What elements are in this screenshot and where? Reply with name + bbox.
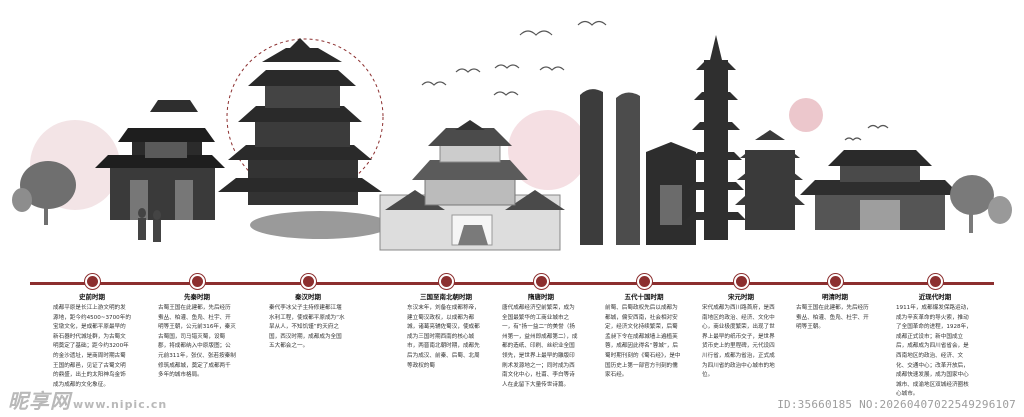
period-three-kingdoms: 三国至南北朝时期 东汉末年，刘备在成都称帝，建立蜀汉政权，以成都为都城，诸葛亮辅… [401, 276, 491, 371]
period-title: 五代十国时期 [624, 293, 664, 301]
trees-left [12, 161, 76, 225]
period-song-yuan: 宋元时期 宋代成都为西川路首府，是西南地区的政治、经济、文化中心，商业极度繁荣，… [696, 276, 786, 381]
period-pre-qin: 先秦时期 古蜀王国在此建都，先后经历蚕丛、柏灌、鱼凫、杜宇、开明等王朝，公元前3… [152, 276, 242, 381]
period-description: 东汉末年，刘备在成都称帝，建立蜀汉政权，以成都为都城，诸葛亮辅佐蜀汉，使成都成为… [407, 305, 480, 369]
timeline-dot [191, 276, 203, 287]
period-title: 明清时期 [822, 293, 848, 301]
period-description: 1911年，成都爆发保路运动，成为辛亥革命的导火索，推动了全国革命的进程，192… [896, 305, 972, 398]
gate-center [379, 120, 565, 251]
watermark-id: ID:35660185 NO:20260407022549296107 [777, 398, 1016, 411]
period-title: 近现代时期 [918, 293, 952, 301]
period-title: 三国至南北朝时期 [420, 293, 472, 301]
period-title: 宋元时期 [728, 293, 754, 301]
period-five-dynasties: 五代十国时期 前蜀、后蜀政权先后以成都为都城，偏安西南，社会相对安定，经济文化持… [599, 276, 689, 381]
timeline-dot [929, 276, 941, 287]
pink-sun-center [508, 110, 588, 190]
tower-pavilion [218, 38, 382, 205]
period-title: 史前时期 [79, 293, 105, 301]
timeline-line [30, 282, 994, 285]
skyline-illustration [12, 20, 1012, 251]
period-sui-tang: 隋唐时期 唐代成都经济空前繁荣，成为全国最繁华的工商业城市之一，有“扬一益二”的… [496, 276, 586, 390]
birds [421, 20, 889, 141]
timeline-dot [829, 276, 841, 287]
period-description: 宋代成都为西川路首府，是西南地区的政治、经济、文化中心，商业极度繁荣，出现了世界… [702, 305, 775, 379]
period-description: 古蜀王国在此建都，先后经历蚕丛、柏灌、鱼凫、杜宇、开明等王朝。 [796, 305, 869, 331]
period-description: 前蜀、后蜀政权先后以成都为都城，偏安西南，社会相对安定，经济文化持续繁荣，后蜀孟… [605, 305, 681, 379]
pink-sun-right [789, 98, 823, 132]
period-title: 先秦时期 [184, 293, 210, 301]
period-description: 古蜀王国在此建都，先后经历蚕丛、柏灌、鱼凫、杜宇、开明等王朝，公元前316年，秦… [158, 305, 236, 379]
timeline-dot [86, 276, 98, 287]
tiered-tower [735, 130, 805, 230]
timeline-dot [535, 276, 547, 287]
temple-right [800, 150, 960, 230]
period-description: 秦代李冰父子主持修建都江堰水利工程，使成都平原成为“水旱从人，不知饥馑”的天府之… [269, 305, 345, 350]
trees-right [950, 175, 1012, 233]
timeline-dot [735, 276, 747, 287]
pavilion-left [95, 100, 225, 220]
period-ming-qing: 明清时期 古蜀王国在此建都，先后经历蚕丛、柏灌、鱼凫、杜宇、开明等王朝。 [790, 276, 880, 333]
timeline-dot [638, 276, 650, 287]
watermark-site-name: 昵享网 [8, 389, 71, 413]
period-modern: 近现代时期 1911年，成都爆发保路运动，成为辛亥革命的导火索，推动了全国革命的… [890, 276, 980, 400]
shrubs [250, 211, 390, 239]
pagoda [686, 35, 746, 240]
period-qin-han: 秦汉时期 秦代李冰父子主持修建都江堰水利工程，使成都平原成为“水旱从人，不知饥馑… [263, 276, 353, 352]
period-prehistoric: 史前时期 成都平原是长江上游文明的发源地，距今约4500~3700年的宝墩文化，… [47, 276, 137, 390]
people-left [138, 208, 161, 242]
skyscrapers [580, 89, 696, 245]
timeline-dot [302, 276, 314, 287]
watermark-site-url: www.nipic.cn [73, 398, 168, 411]
period-description: 唐代成都经济空前繁荣，成为全国最繁华的工商业城市之一，有“扬一益二”的美誉（扬州… [502, 305, 578, 388]
period-title: 秦汉时期 [295, 293, 321, 301]
period-description: 成都平原是长江上游文明的发源地，距今约4500~3700年的宝墩文化，是成都平原… [53, 305, 131, 388]
timeline-dot [440, 276, 452, 287]
period-title: 隋唐时期 [528, 293, 554, 301]
